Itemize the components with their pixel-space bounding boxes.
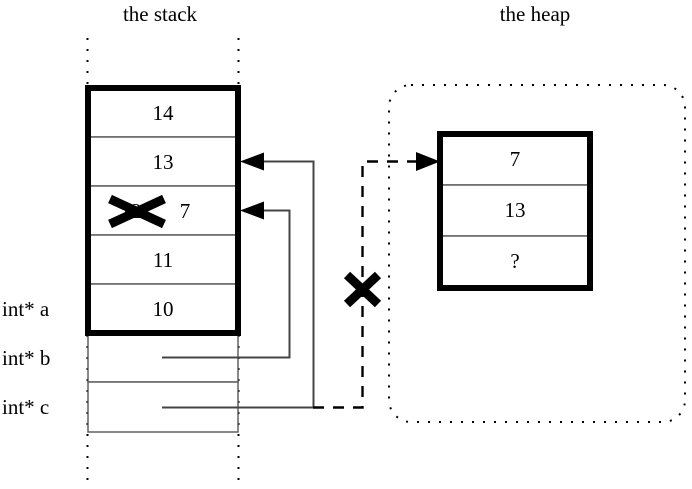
stack-array-cell-3-value: 11 bbox=[152, 248, 174, 272]
stack-pointer-label-b: int* b bbox=[2, 346, 51, 370]
pointer-arrow-b-to-stack-cell-2 bbox=[162, 201, 291, 359]
pointer-arrow-c-to-heap-block-dashed bbox=[313, 152, 440, 409]
stack-array-outer-border bbox=[85, 85, 241, 336]
heap-block-cell-0-value: 7 bbox=[509, 147, 521, 171]
stack-array-cell-1-value: 13 bbox=[152, 150, 174, 174]
stack-array-cell-2-replacement-value: 7 bbox=[179, 199, 191, 223]
heap-region-dotted-boundary bbox=[388, 84, 686, 423]
heap-block-cell-1-value: 13 bbox=[504, 198, 526, 222]
stack-array-cell-2-value-struck: 12 bbox=[120, 199, 142, 223]
struck-pointer-x-mark bbox=[343, 271, 382, 308]
stack-pointer-label-c: int* c bbox=[2, 395, 50, 419]
heap-block-cell-2 bbox=[439, 235, 591, 289]
heap-region-title: the heap bbox=[499, 2, 571, 26]
stack-array-cell-0-value: 14 bbox=[152, 101, 174, 125]
stack-array-cell-4-value: 10 bbox=[152, 297, 174, 321]
stack-pointer-label-a: int* a bbox=[2, 297, 50, 321]
heap-block-cell-2-value: ? bbox=[510, 249, 520, 273]
heap-block-outer-border bbox=[437, 131, 593, 291]
struck-value-x-mark bbox=[108, 194, 166, 229]
stack-region-title: the stack bbox=[122, 2, 198, 26]
pointer-arrow-c-to-stack-cell-1 bbox=[162, 152, 315, 409]
